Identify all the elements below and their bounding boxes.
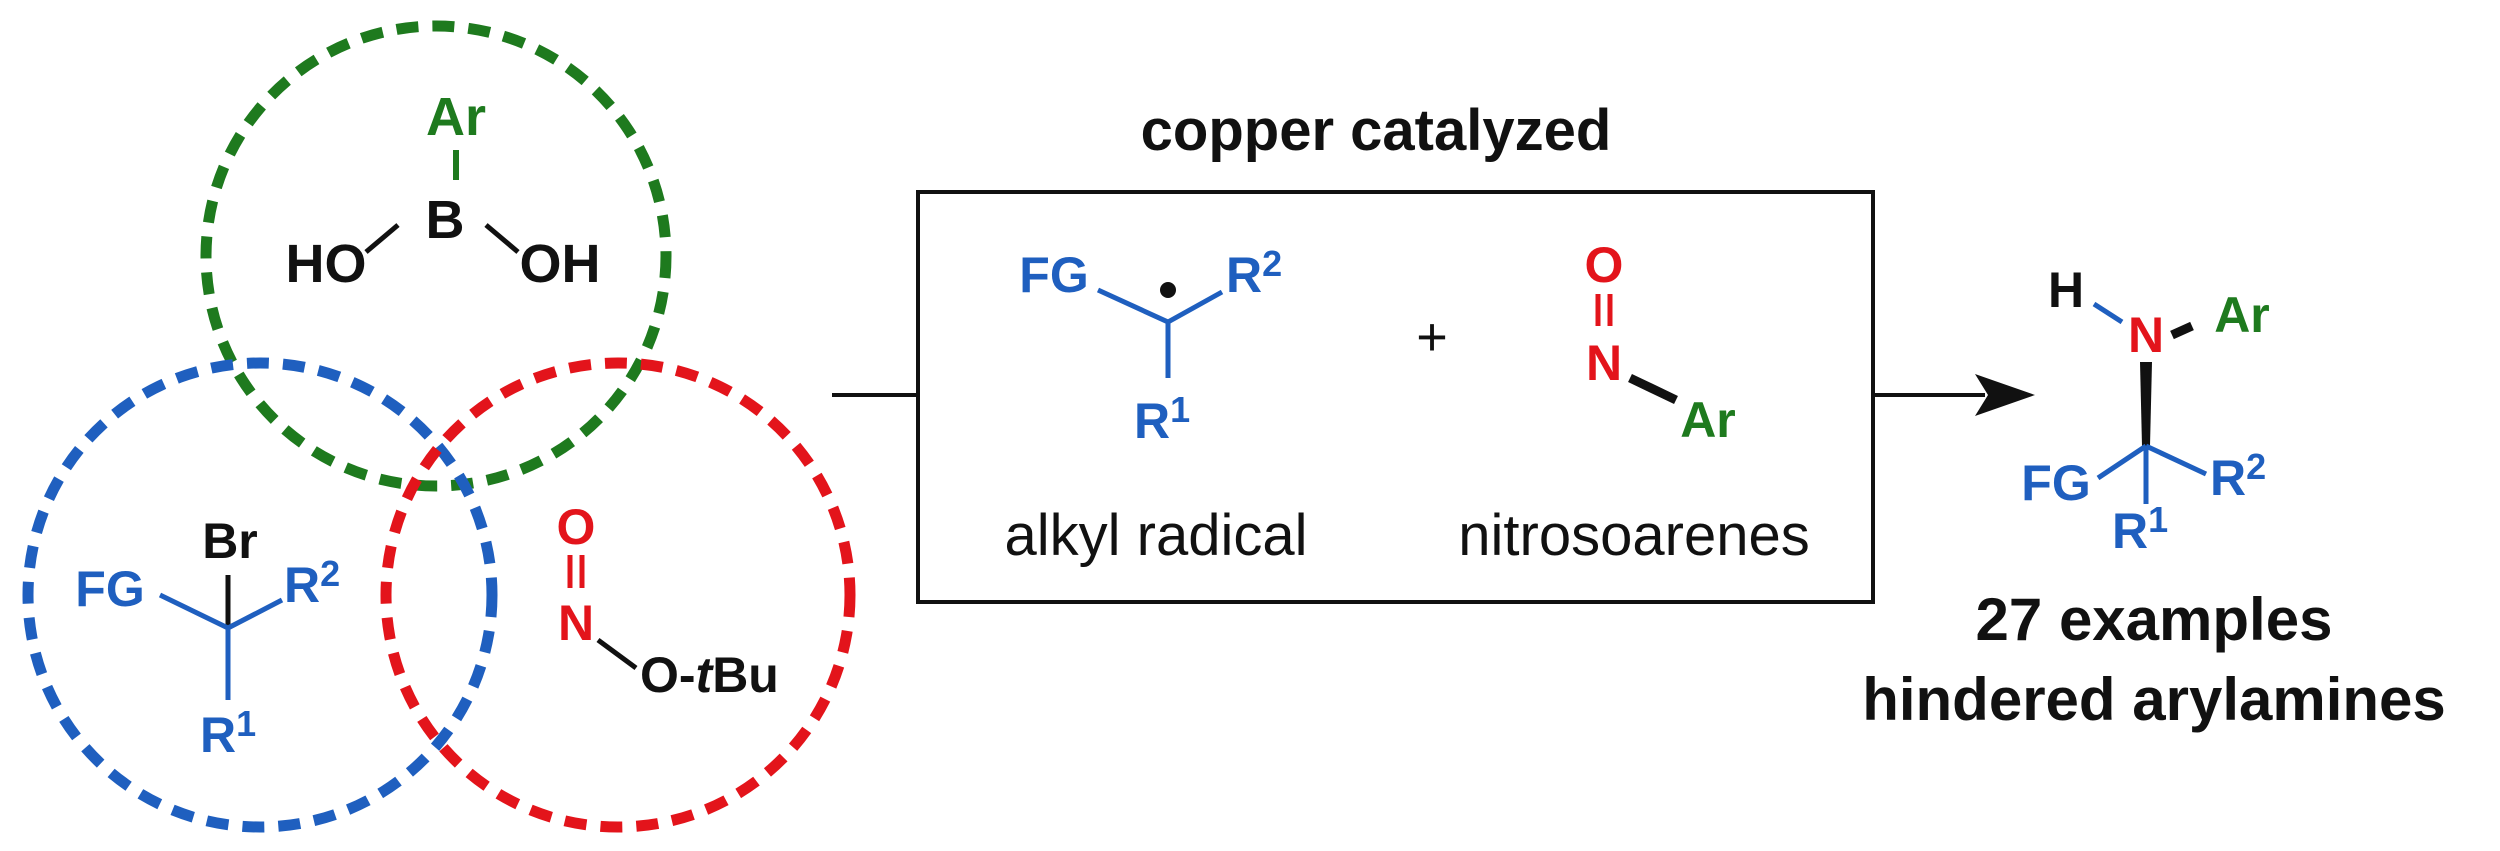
nitroso-ar: Ar [1680, 392, 1736, 448]
product-fg-bond [2096, 443, 2148, 481]
c-fg-bond [158, 592, 230, 631]
radical-r1: R1 [1134, 389, 1190, 449]
reaction-arrowhead [1975, 374, 2035, 416]
nitroso-caption: nitrosoarenes [1458, 503, 1809, 568]
radical-r2-bond [1166, 289, 1224, 325]
arylboronic-acid: Ar B HO OH [286, 87, 601, 294]
plus-sign: + [1416, 307, 1448, 367]
boronic-ar: Ar [426, 87, 486, 147]
bromide-fg: FG [75, 561, 144, 617]
radical-fg: FG [1019, 247, 1088, 303]
product-class: hindered arylamines [1862, 666, 2446, 733]
product-arylamine: H N Ar FG R2 R1 [2021, 262, 2270, 559]
product-n-ar-bond [2170, 321, 2194, 340]
nitrite-n: N [558, 595, 594, 651]
n-o-single-bond [596, 637, 638, 671]
bromide-r2: R2 [284, 553, 340, 613]
product-h: H [2048, 262, 2084, 318]
red-dashed-circle [380, 357, 856, 833]
radical-fg-bond [1096, 287, 1170, 325]
b-oh-right-bond [484, 223, 520, 254]
nitrite-otbu: O-tBu [640, 647, 779, 703]
radical-r2: R2 [1226, 243, 1282, 303]
box-title: copper catalyzed [1141, 98, 1612, 163]
radical-dot [1160, 282, 1176, 298]
product-ar: Ar [2214, 287, 2270, 343]
green-dashed-circle [200, 20, 672, 492]
tert-butyl-nitrite: O N O-tBu [557, 499, 779, 703]
product-fg: FG [2021, 455, 2090, 511]
bromide-br: Br [202, 513, 258, 569]
boronic-b: B [426, 190, 465, 250]
product-wedge-bond [2140, 362, 2152, 446]
examples-count: 27 examples [1976, 586, 2333, 653]
c-r2-bond [226, 597, 284, 631]
boronic-ho: HO [286, 234, 367, 294]
bromide-r1: R1 [200, 703, 256, 763]
b-oh-left-bond [364, 223, 400, 254]
nitrite-o: O [557, 499, 596, 555]
product-h-n-bond [2092, 301, 2124, 325]
product-r1: R1 [2112, 499, 2168, 559]
radical-caption: alkyl radical [1005, 503, 1308, 568]
product-r2: R2 [2210, 446, 2266, 506]
nitroso-o: O [1585, 237, 1624, 293]
product-n: N [2128, 307, 2164, 363]
product-r2-bond [2144, 443, 2208, 477]
nitroso-n-ar-bond [1628, 373, 1678, 405]
boronic-oh: OH [520, 234, 601, 294]
alkyl-radical: FG R2 R1 alkyl radical [1005, 243, 1308, 568]
alkyl-bromide: Br FG R2 R1 [75, 513, 340, 763]
nitrosoarene: O N Ar nitrosoarenes [1458, 237, 1809, 568]
nitroso-n: N [1586, 335, 1622, 391]
blue-dashed-circle [22, 357, 498, 833]
